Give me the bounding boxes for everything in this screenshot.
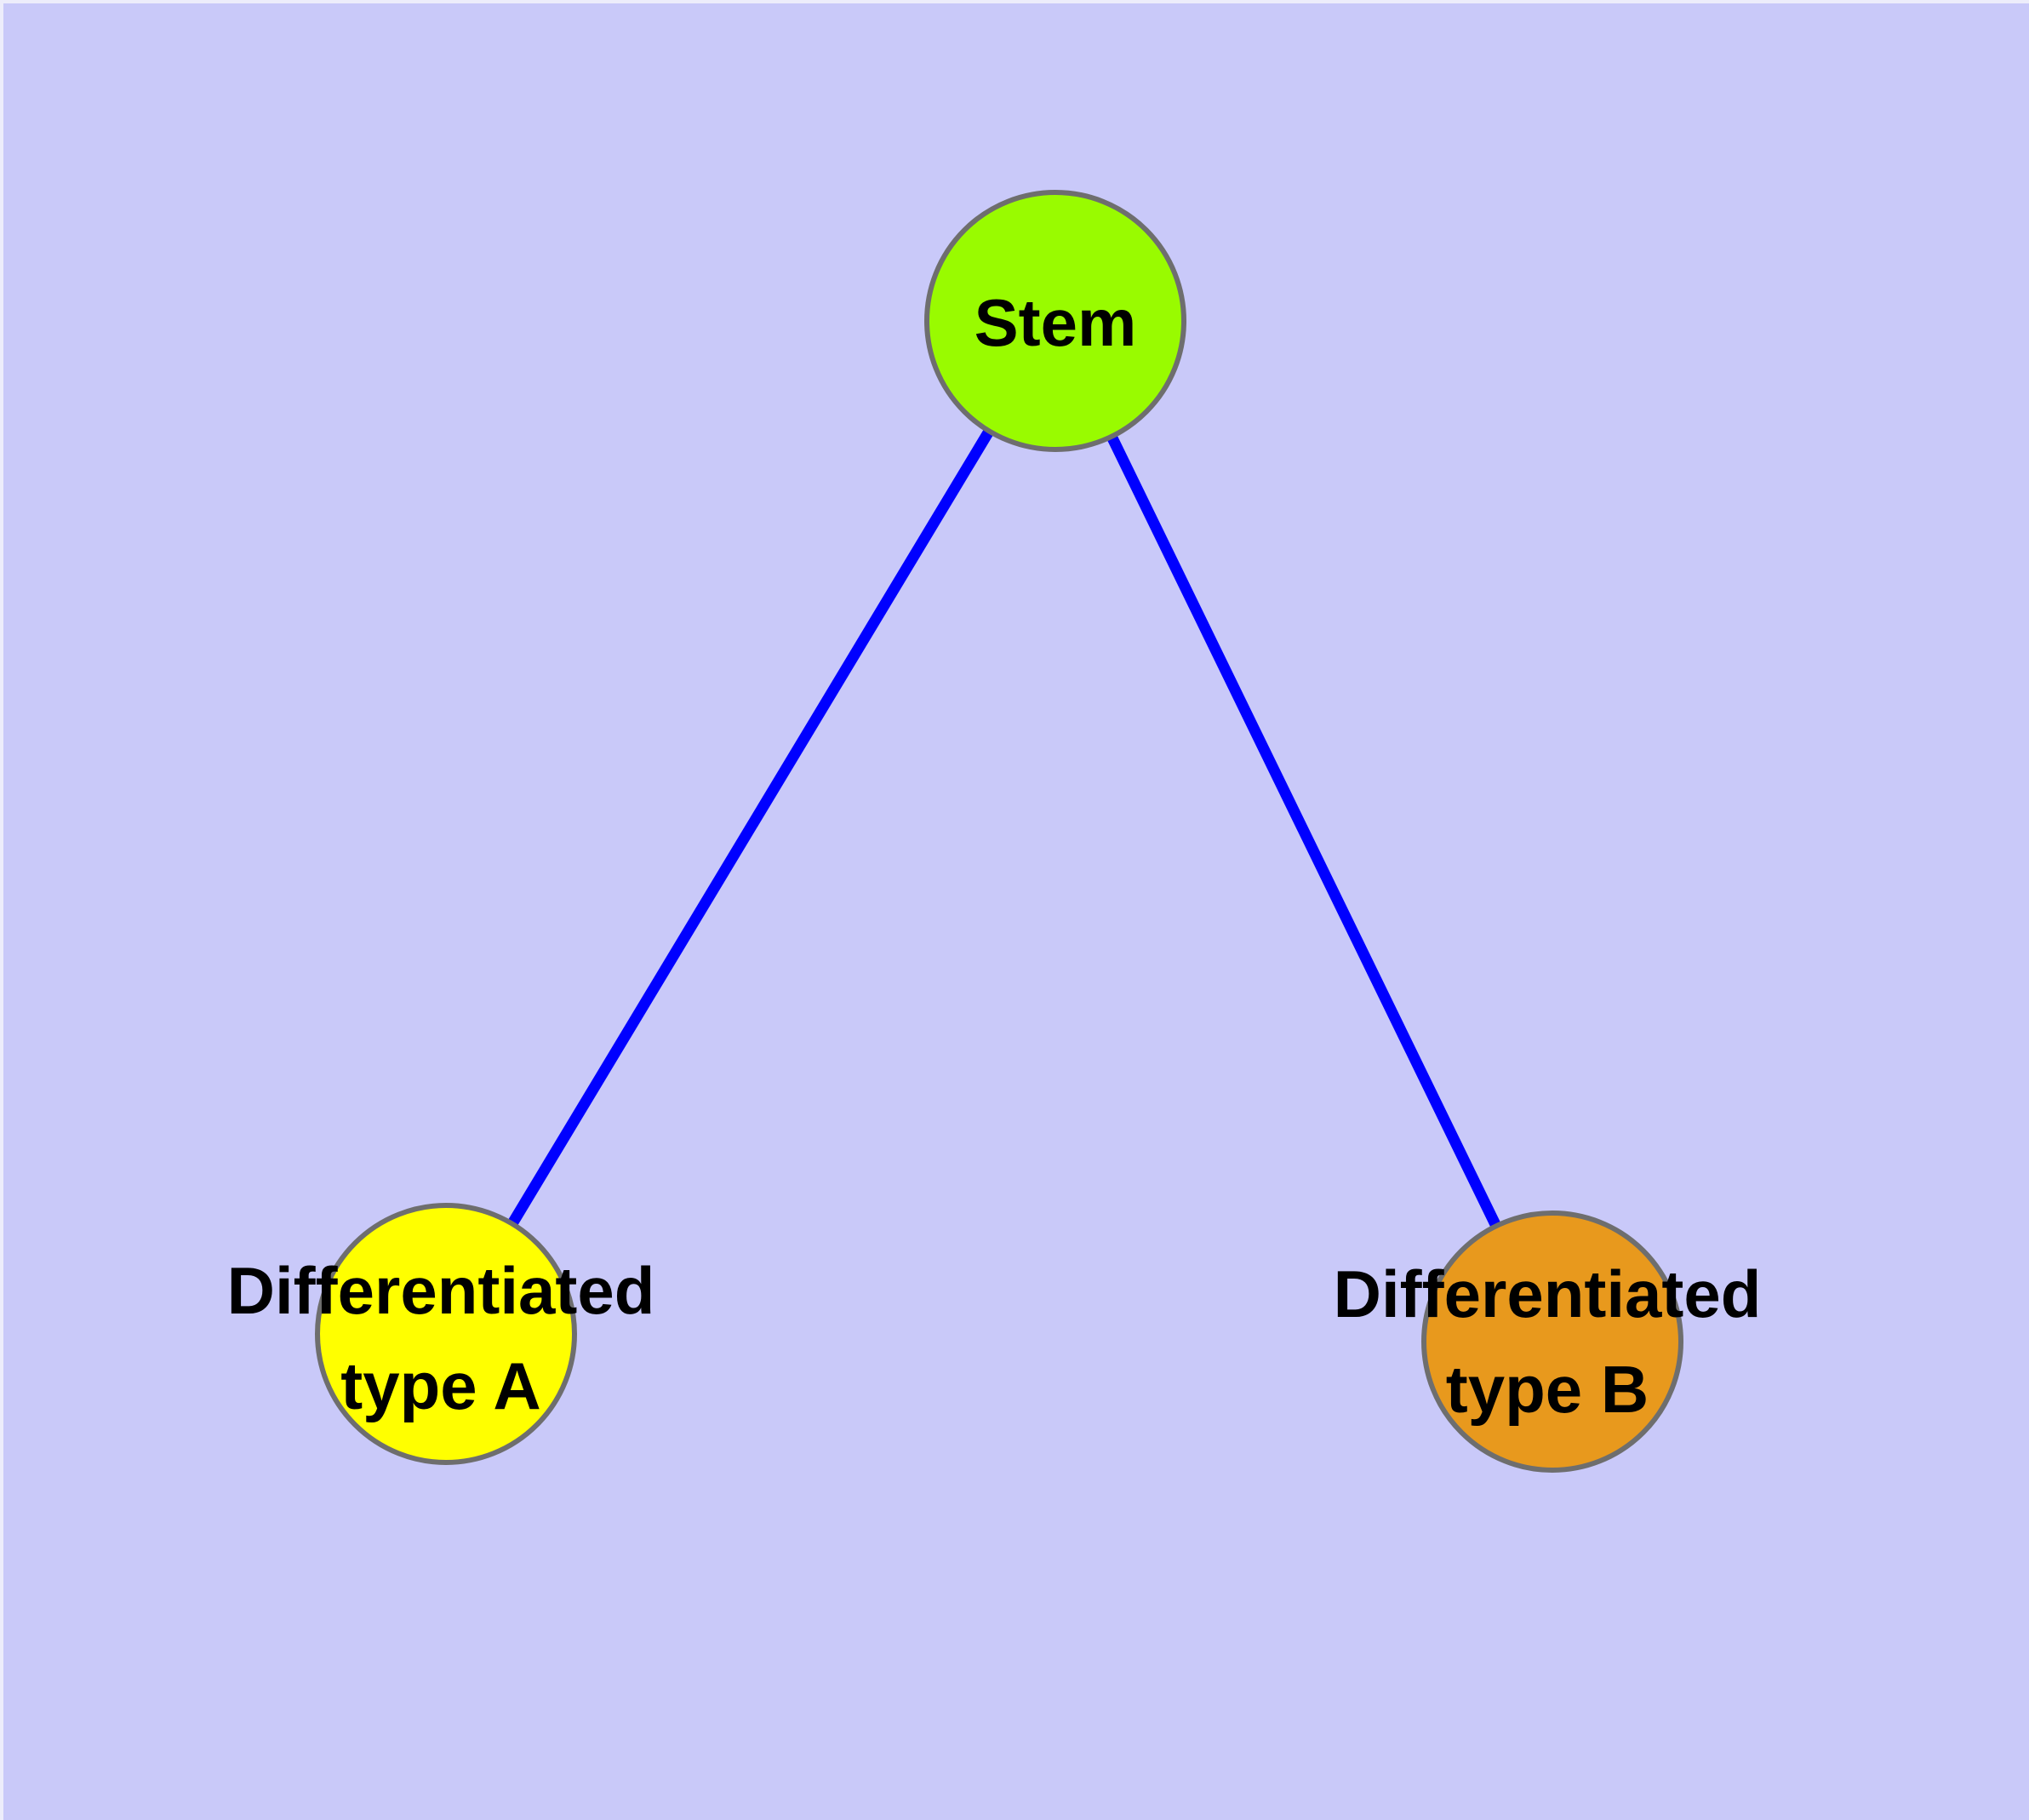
node-type-a-circle bbox=[315, 1203, 577, 1465]
graph-svg bbox=[315, 190, 1683, 1473]
edge-stem-to-type-b bbox=[1050, 318, 1557, 1344]
node-stem-circle bbox=[924, 190, 1186, 452]
edge-stem-to-type-a bbox=[441, 318, 1060, 1337]
node-type-b-circle bbox=[1421, 1210, 1683, 1473]
